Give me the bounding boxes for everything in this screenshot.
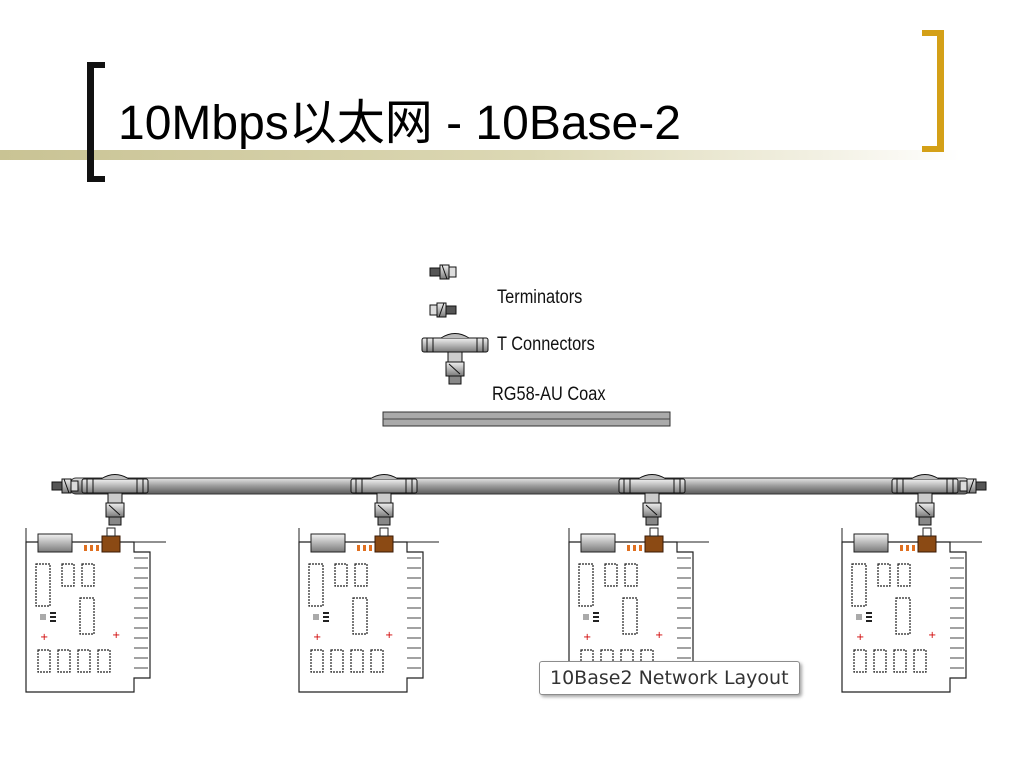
legend <box>382 264 671 427</box>
t-connector-4-icon <box>891 474 959 526</box>
terminator-icon <box>429 264 457 318</box>
slide-title: 10Mbps以太网 - 10Base-2 <box>118 97 681 150</box>
title-accent-bar <box>0 150 960 160</box>
legend-t-connectors-label: T Connectors <box>497 334 595 355</box>
right-terminator-icon <box>959 478 987 494</box>
legend-coax-label: RG58-AU Coax <box>492 384 606 405</box>
t-connector-2-icon <box>350 474 418 526</box>
network-card-2 <box>298 527 440 693</box>
t-connector-3-icon <box>618 474 686 526</box>
coax-cable-icon <box>382 411 671 427</box>
network-card-4 <box>841 527 983 693</box>
t-connector-1-icon <box>81 474 149 526</box>
t-connector-icon <box>421 333 489 385</box>
left-bracket-decoration <box>87 62 105 182</box>
legend-terminators-label: Terminators <box>497 287 583 308</box>
coax-bus-cable <box>69 477 971 495</box>
left-terminator-icon <box>51 478 79 494</box>
right-bracket-decoration <box>922 30 944 152</box>
diagram-tooltip: 10Base2 Network Layout <box>539 661 800 695</box>
network-card-1 <box>25 527 167 693</box>
